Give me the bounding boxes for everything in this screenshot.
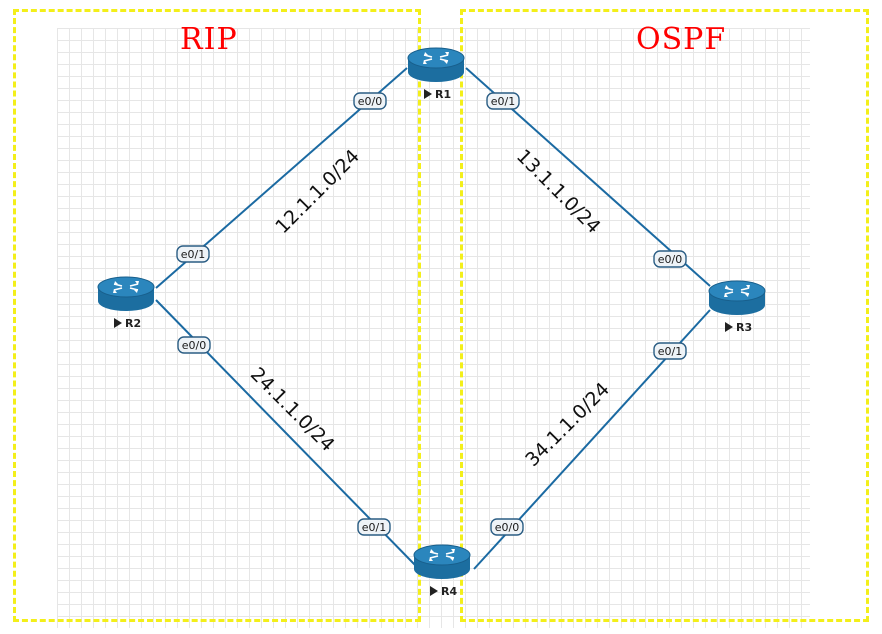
subnet-label: 12.1.1.0/24	[271, 145, 364, 238]
play-icon	[430, 586, 438, 596]
rip-zone-label: RIP	[180, 22, 238, 57]
port-badge-r4[interactable]: e0/1	[357, 518, 391, 536]
play-icon	[114, 318, 122, 328]
ospf-zone	[460, 9, 869, 622]
background-grid	[57, 28, 810, 628]
play-icon	[725, 322, 733, 332]
port-label: e0/1	[658, 345, 682, 358]
port-badge-r3[interactable]: e0/0	[653, 250, 687, 268]
port-label: e0/0	[182, 339, 206, 352]
router-name: R3	[736, 321, 752, 334]
router-name: R2	[125, 317, 141, 330]
router-name: R1	[435, 88, 451, 101]
port-label: e0/0	[358, 95, 382, 108]
port-label: e0/1	[362, 521, 386, 534]
port-badge-r1[interactable]: e0/1	[486, 92, 520, 110]
ospf-zone-label: OSPF	[636, 22, 727, 57]
port-label: e0/1	[491, 95, 515, 108]
port-badge-r2[interactable]: e0/0	[177, 336, 211, 354]
port-badge-r3[interactable]: e0/1	[653, 342, 687, 360]
rip-zone	[13, 9, 421, 622]
router-name: R4	[441, 585, 457, 598]
port-label: e0/0	[658, 253, 682, 266]
router-icon	[708, 280, 766, 315]
subnet-label: 24.1.1.0/24	[246, 363, 339, 456]
port-label: e0/1	[181, 248, 205, 261]
subnet-label: 34.1.1.0/24	[521, 378, 614, 471]
router-r1[interactable]: R1	[407, 47, 465, 101]
router-r2[interactable]: R2	[97, 276, 155, 330]
router-r4[interactable]: R4	[413, 544, 471, 598]
subnet-label: 13.1.1.0/24	[512, 145, 605, 238]
router-icon	[413, 544, 471, 579]
port-badge-r1[interactable]: e0/0	[353, 92, 387, 110]
router-icon	[97, 276, 155, 311]
port-badge-r4[interactable]: e0/0	[490, 518, 524, 536]
play-icon	[424, 89, 432, 99]
port-badge-r2[interactable]: e0/1	[176, 245, 210, 263]
router-r3[interactable]: R3	[708, 280, 766, 334]
router-icon	[407, 47, 465, 82]
port-label: e0/0	[495, 521, 519, 534]
